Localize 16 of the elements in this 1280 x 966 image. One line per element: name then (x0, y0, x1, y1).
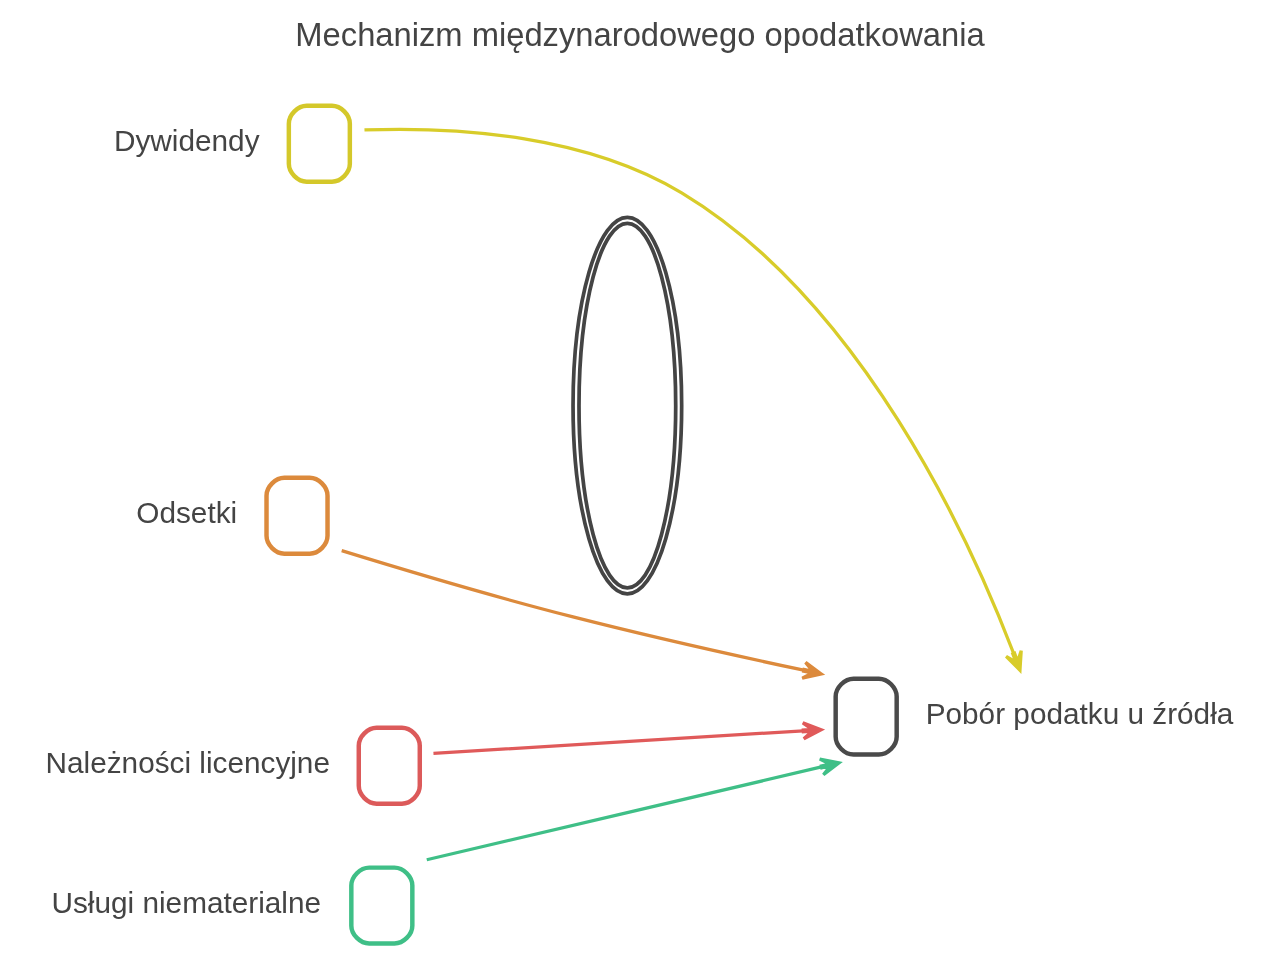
node-lens (571, 215, 684, 596)
node-box (286, 103, 353, 184)
node-label: Pobór podatku u źródła (925, 697, 1234, 731)
arrow (341, 549, 823, 680)
node-label: Odsetki (136, 496, 238, 530)
arrow (433, 721, 823, 756)
node-box (833, 676, 899, 757)
arrow (364, 127, 1023, 672)
node-label: Usługi niematerialne (51, 886, 322, 920)
node-box (356, 725, 422, 806)
node-box (349, 865, 415, 946)
arrow (426, 757, 841, 862)
node-label: Dywidendy (114, 124, 260, 158)
diagram-title: Mechanizm międzynarodowego opodatkowania (295, 16, 985, 54)
node-label: Należności licencyjne (45, 746, 330, 780)
node-box (264, 475, 330, 556)
